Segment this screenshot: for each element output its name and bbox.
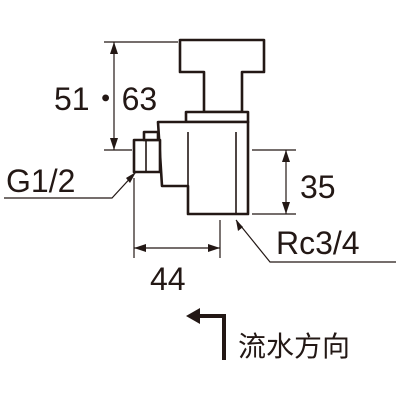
inlet-thread-tip xyxy=(142,130,160,142)
height-total-label: 51・63 xyxy=(54,81,157,117)
leader-outlet-thread: Rc3/4 xyxy=(235,219,396,263)
valve-body xyxy=(156,120,250,216)
dimension-width: 44 xyxy=(133,178,221,297)
inlet-thread-label: G1/2 xyxy=(6,163,75,199)
width-label: 44 xyxy=(150,261,186,297)
dimension-height-total: 51・63 xyxy=(54,41,178,151)
valve-handle xyxy=(178,38,266,114)
corner-arrow-icon xyxy=(194,314,226,360)
outlet-height-label: 35 xyxy=(300,169,336,205)
flow-direction: 流水方向 xyxy=(186,308,350,363)
flow-direction-label: 流水方向 xyxy=(238,330,350,363)
valve-drawing xyxy=(132,38,266,216)
valve-bonnet xyxy=(184,110,250,124)
outlet-thread-label: Rc3/4 xyxy=(276,225,360,261)
dimension-outlet-height: 35 xyxy=(252,149,336,215)
leader-inlet-thread: G1/2 xyxy=(4,163,137,199)
inlet-nut xyxy=(132,138,162,174)
